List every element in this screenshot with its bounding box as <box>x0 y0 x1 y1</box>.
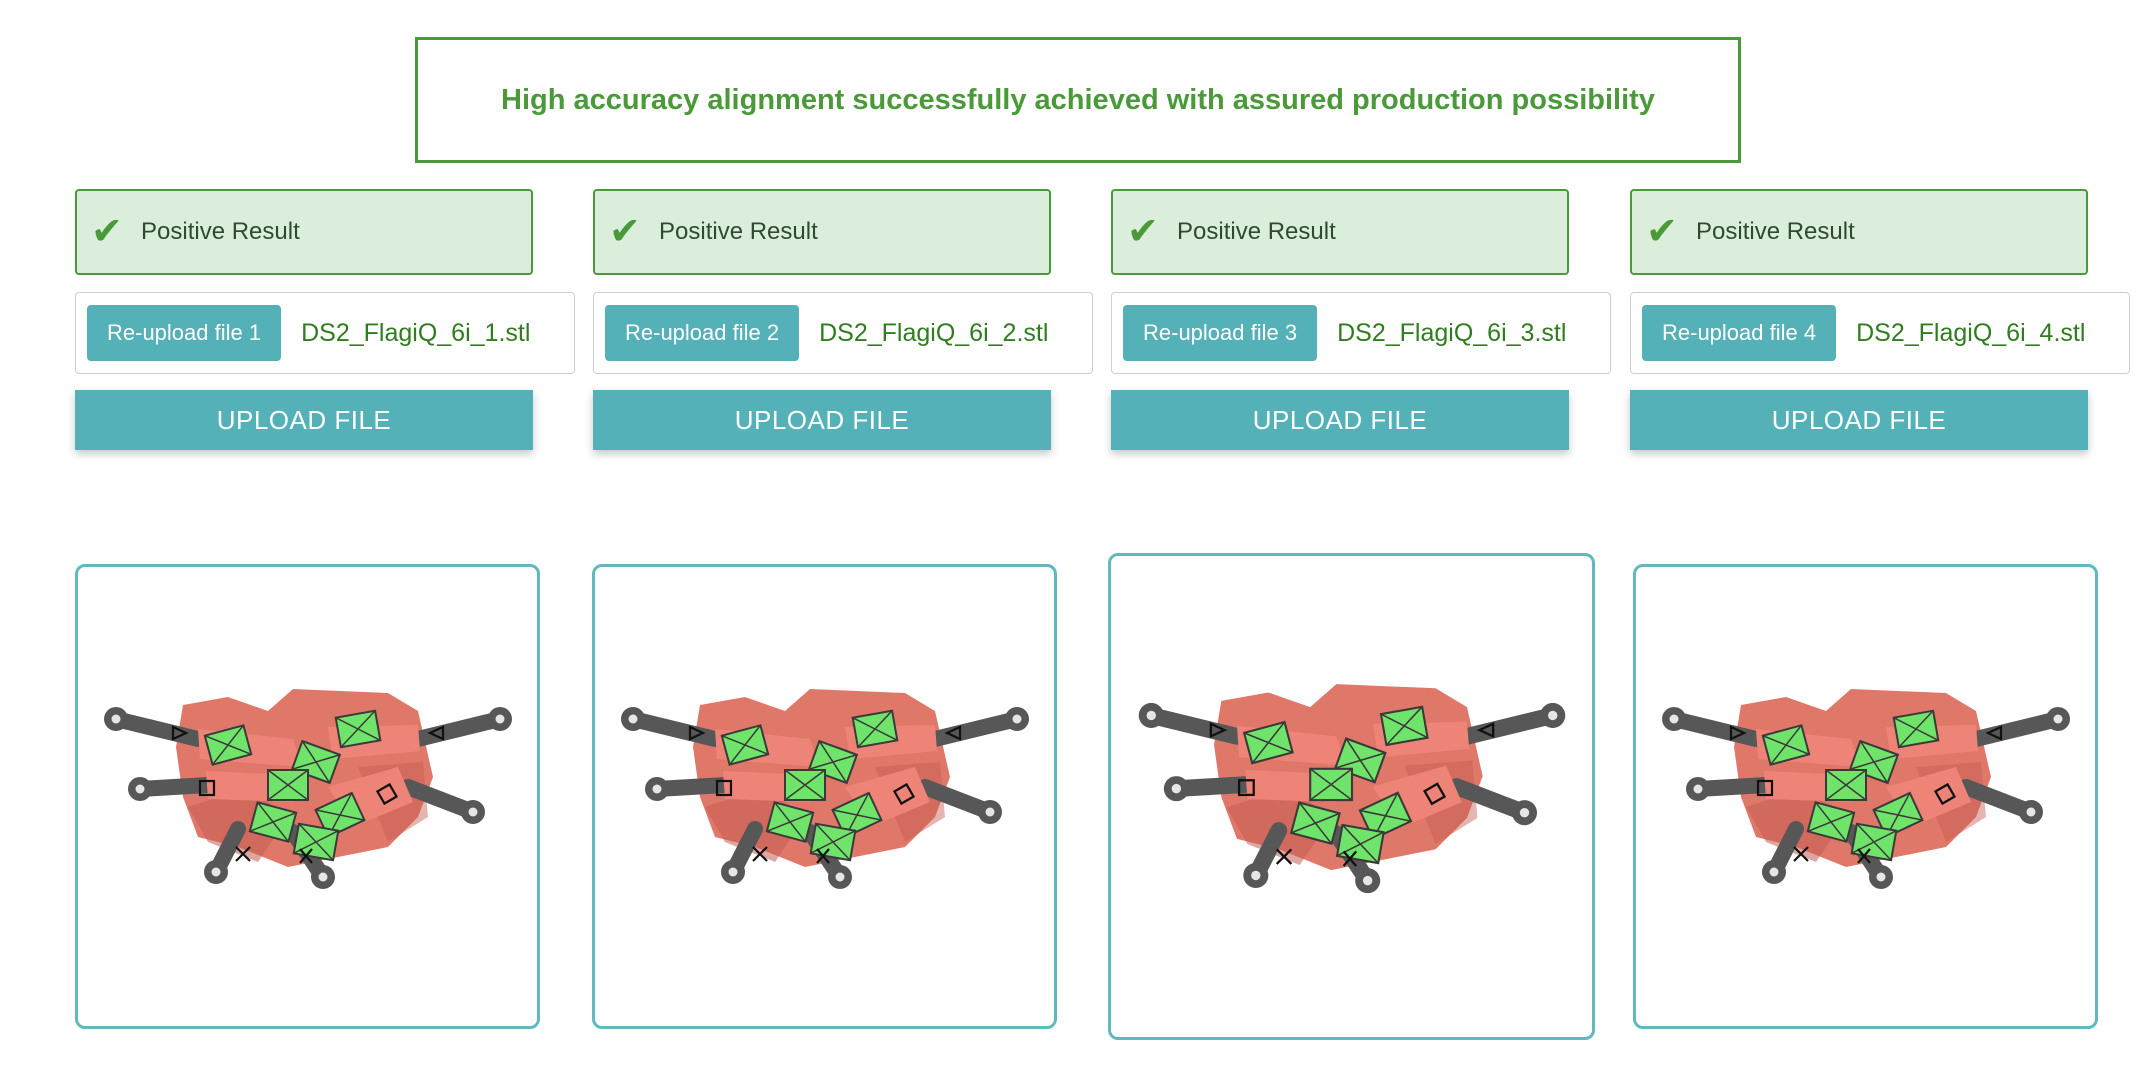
filename-label: DS2_FlagiQ_6i_4.stl <box>1856 318 2086 347</box>
model-viewer-3[interactable] <box>1108 553 1595 1040</box>
reupload-button[interactable]: Re-upload file 3 <box>1123 305 1318 361</box>
result-label: Positive Result <box>659 218 818 245</box>
file-row: Re-upload file 4 DS2_FlagiQ_6i_4.stl <box>1630 292 2130 374</box>
file-column-4: ✔ Positive Result Re-upload file 4 DS2_F… <box>1630 0 2130 1090</box>
result-badge: ✔ Positive Result <box>1111 189 1569 275</box>
file-row: Re-upload file 2 DS2_FlagiQ_6i_2.stl <box>593 292 1093 374</box>
model-viewer-1[interactable] <box>75 564 540 1029</box>
result-badge: ✔ Positive Result <box>593 189 1051 275</box>
upload-file-button[interactable]: UPLOAD FILE <box>1630 390 2088 450</box>
check-icon: ✔ <box>609 211 641 253</box>
result-badge: ✔ Positive Result <box>75 189 533 275</box>
result-label: Positive Result <box>1177 218 1336 245</box>
model-viewer-2[interactable] <box>592 564 1057 1029</box>
file-column-1: ✔ Positive Result Re-upload file 1 DS2_F… <box>75 0 575 1090</box>
file-column-2: ✔ Positive Result Re-upload file 2 DS2_F… <box>593 0 1093 1090</box>
file-column-3: ✔ Positive Result Re-upload file 3 DS2_F… <box>1111 0 1611 1090</box>
model-preview <box>103 688 512 889</box>
check-icon: ✔ <box>1127 211 1159 253</box>
reupload-button[interactable]: Re-upload file 1 <box>87 305 282 361</box>
result-label: Positive Result <box>141 218 300 245</box>
filename-label: DS2_FlagiQ_6i_1.stl <box>301 318 531 347</box>
result-badge: ✔ Positive Result <box>1630 189 2088 275</box>
model-preview <box>620 688 1029 889</box>
model-preview <box>1661 688 2070 889</box>
filename-label: DS2_FlagiQ_6i_2.stl <box>819 318 1049 347</box>
status-banner: High accuracy alignment successfully ach… <box>415 37 1741 163</box>
model-preview <box>1138 683 1565 893</box>
reupload-button[interactable]: Re-upload file 2 <box>605 305 800 361</box>
file-row: Re-upload file 3 DS2_FlagiQ_6i_3.stl <box>1111 292 1611 374</box>
upload-file-button[interactable]: UPLOAD FILE <box>593 390 1051 450</box>
status-banner-message: High accuracy alignment successfully ach… <box>501 83 1655 116</box>
result-label: Positive Result <box>1696 218 1855 245</box>
check-icon: ✔ <box>1646 211 1678 253</box>
reupload-button[interactable]: Re-upload file 4 <box>1642 305 1837 361</box>
upload-file-button[interactable]: UPLOAD FILE <box>1111 390 1569 450</box>
file-row: Re-upload file 1 DS2_FlagiQ_6i_1.stl <box>75 292 575 374</box>
check-icon: ✔ <box>91 211 123 253</box>
model-viewer-4[interactable] <box>1633 564 2098 1029</box>
upload-file-button[interactable]: UPLOAD FILE <box>75 390 533 450</box>
filename-label: DS2_FlagiQ_6i_3.stl <box>1337 318 1567 347</box>
